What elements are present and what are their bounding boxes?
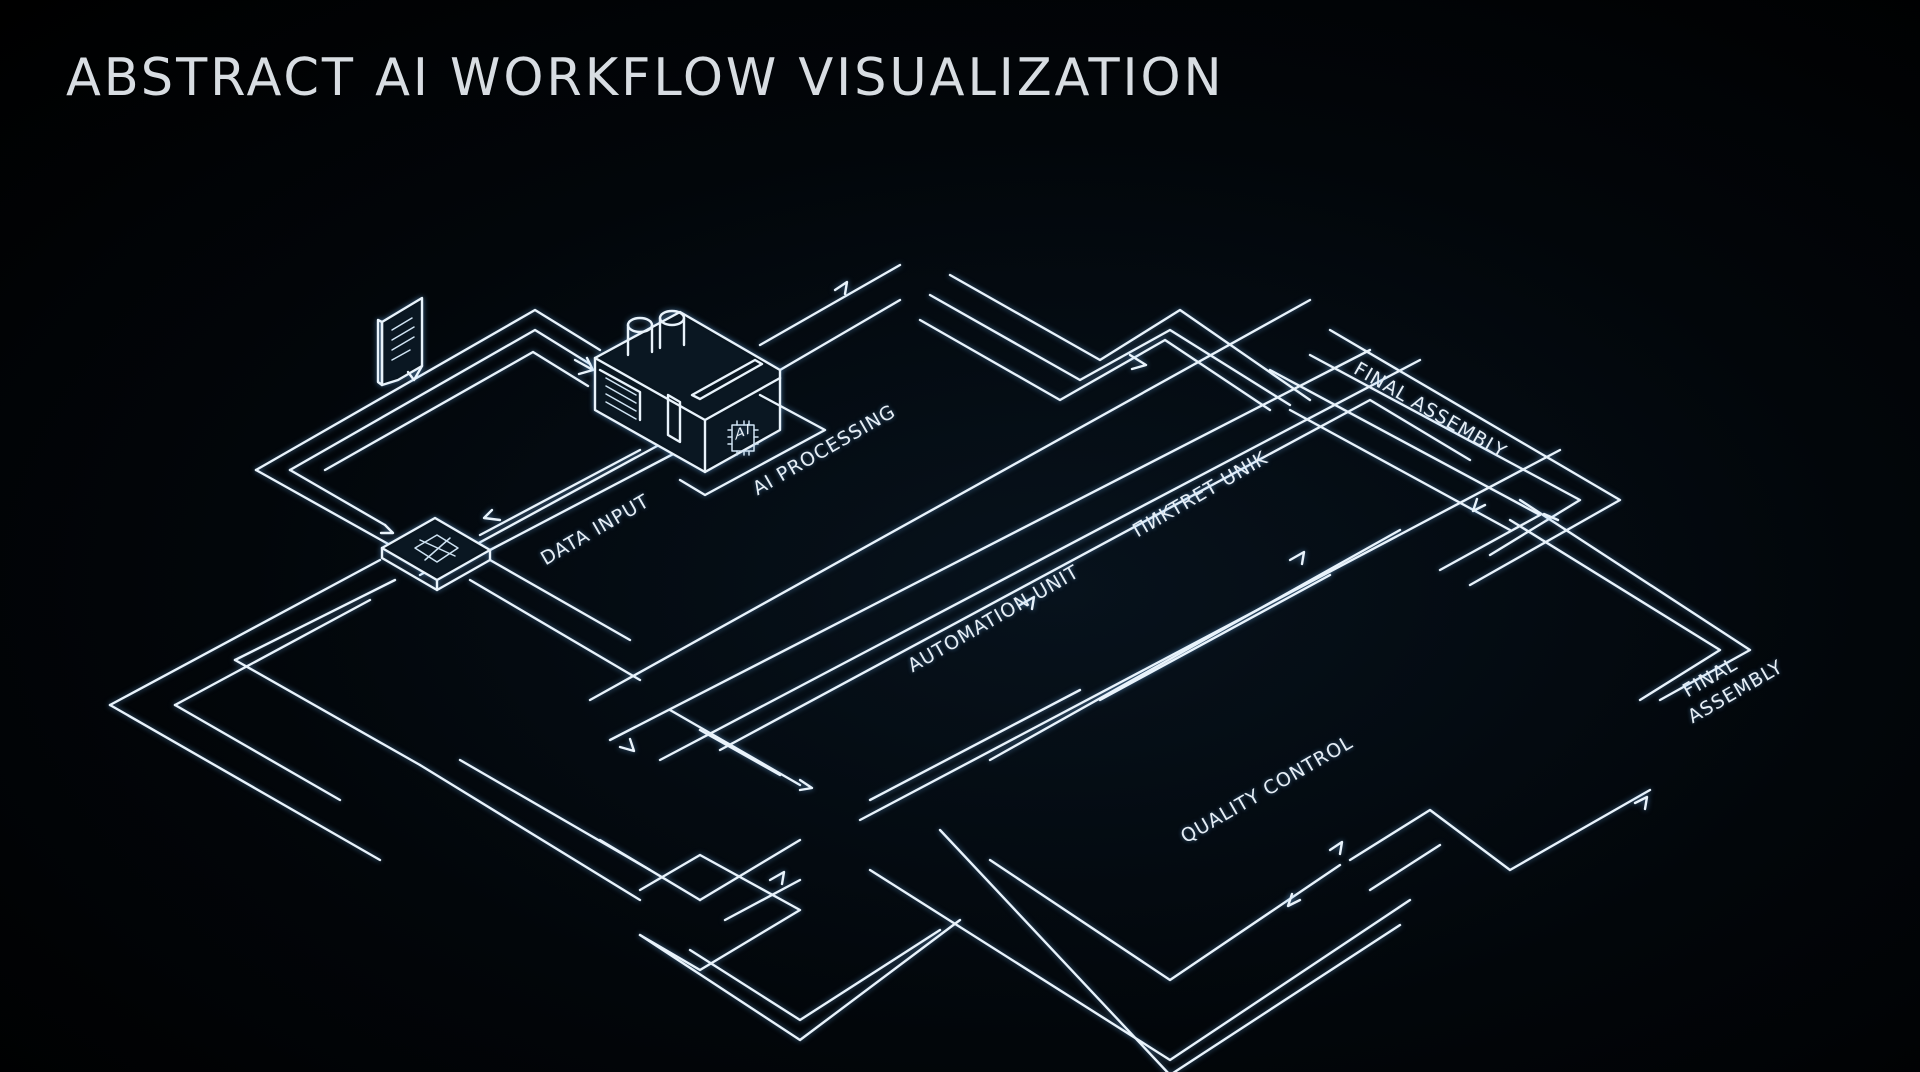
page-title: ABSTRACT AI WORKFLOW VISUALIZATION	[66, 48, 1225, 108]
ai-chip-icon	[727, 420, 759, 456]
flow-arrows	[379, 280, 1649, 908]
document-icon	[376, 296, 424, 387]
flow-paths	[108, 263, 1752, 1072]
factory-icon	[593, 309, 827, 497]
hub-node-icon	[380, 516, 492, 592]
